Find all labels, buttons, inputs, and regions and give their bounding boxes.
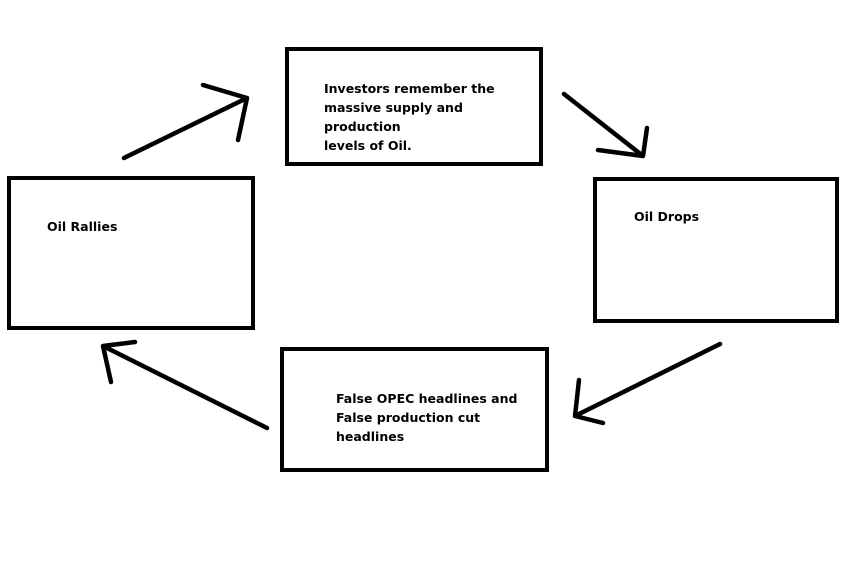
box-oil-drops: Oil Drops	[593, 177, 839, 323]
arrow-rallies-to-investors	[121, 82, 250, 161]
box-oil-rallies: Oil Rallies	[7, 176, 255, 330]
box-investors-remember-text: Investors remember the massive supply an…	[324, 81, 495, 153]
box-oil-rallies-text: Oil Rallies	[47, 219, 118, 234]
box-investors-remember: Investors remember the massive supply an…	[285, 47, 543, 166]
box-false-opec-headlines-text: False OPEC headlines and False productio…	[336, 391, 518, 444]
arrow-drops-to-opec	[572, 341, 723, 426]
arrow-investors-to-drops	[561, 91, 650, 159]
box-false-opec-headlines: False OPEC headlines and False productio…	[280, 347, 549, 472]
box-oil-drops-text: Oil Drops	[634, 209, 700, 224]
arrow-opec-to-rallies	[100, 339, 270, 431]
